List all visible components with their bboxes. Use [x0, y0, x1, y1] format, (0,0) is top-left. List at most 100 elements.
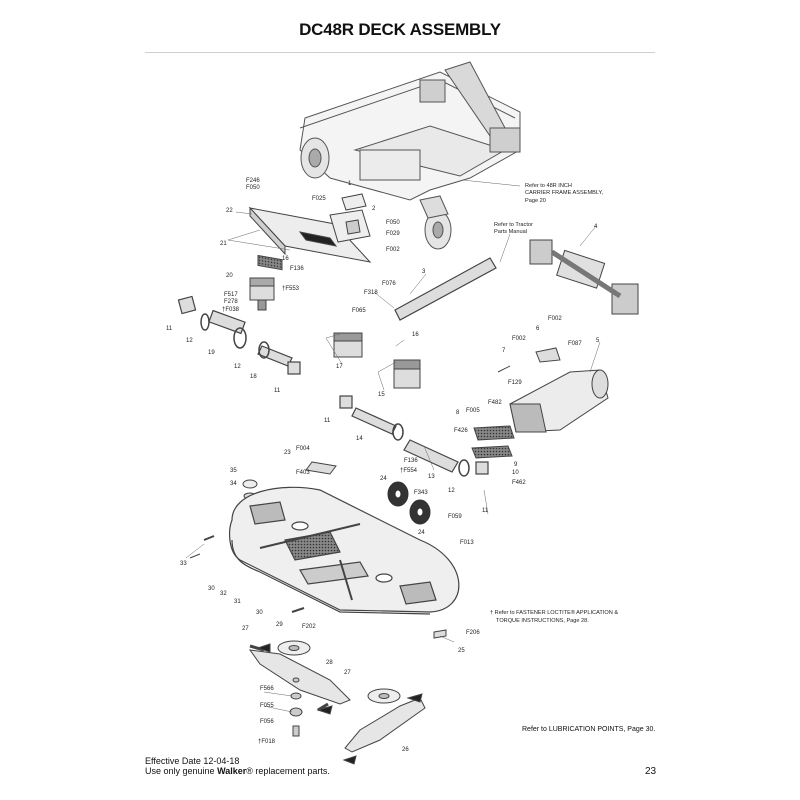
brand-name: Walker: [217, 766, 247, 776]
mower-deck-housing: [229, 486, 460, 615]
callout: F136: [290, 266, 304, 272]
bracket-23: [305, 461, 337, 475]
callout: F246: [246, 178, 260, 184]
cutting-blade-upper: [248, 643, 351, 715]
note-carrier-frame-line1: Refer to 48R INCH: [525, 183, 572, 189]
callout: 24: [418, 530, 425, 536]
callout: †F038: [222, 307, 240, 313]
reference-notes: Refer to 48R INCH CARRIER FRAME ASSEMBLY…: [490, 183, 618, 624]
genuine-parts-notice: Use only genuine Walker® replacement par…: [145, 766, 330, 776]
callout: F566: [260, 686, 274, 692]
callout: 34: [230, 481, 237, 487]
callout: 16: [282, 256, 289, 262]
front-cover-plate: [248, 206, 372, 271]
callout: F055: [260, 703, 274, 709]
callout: F050: [246, 185, 260, 191]
leader-lines: [185, 179, 601, 713]
callout: F065: [352, 308, 366, 314]
callout: 31: [234, 599, 241, 605]
callout: †F018: [258, 739, 276, 745]
callout: 6: [536, 326, 540, 332]
callout: †F554: [400, 468, 418, 474]
callout: 33: [180, 561, 187, 567]
callout: 11: [274, 388, 281, 394]
effective-date: Effective Date 12-04-18: [145, 756, 240, 766]
callout: 4: [594, 224, 598, 230]
callout: 15: [378, 392, 385, 398]
callout: 28: [326, 660, 333, 666]
callout: †F553: [282, 286, 300, 292]
callout: F025: [312, 196, 326, 202]
note-tractor-line1: Refer to Tractor: [494, 222, 533, 228]
tractor-gearbox-assembly: [529, 239, 639, 315]
callout: F002: [548, 316, 562, 322]
callout: F076: [382, 281, 396, 287]
callout: 32: [220, 591, 227, 597]
callout: 30: [256, 610, 263, 616]
callout: 27: [344, 670, 351, 676]
note-carrier-frame-line2: CARRIER FRAME ASSEMBLY,: [525, 190, 604, 196]
callout: 22: [226, 208, 233, 214]
lubrication-note: Refer to LUBRICATION POINTS, Page 30.: [522, 726, 656, 733]
gearbox-17: [333, 332, 363, 358]
callout: 24: [380, 476, 387, 482]
callout: 2: [372, 206, 376, 212]
blade-hub-upper: [277, 640, 311, 656]
blade-hub-lower: [367, 688, 401, 704]
callout: F426: [454, 428, 468, 434]
callout: 12: [448, 488, 455, 494]
notice-suffix: ® replacement parts.: [246, 766, 330, 776]
callout: F482: [488, 400, 502, 406]
callout: 26: [402, 747, 409, 753]
pulleys: [387, 481, 431, 525]
callout: F206: [466, 630, 480, 636]
footer-left: Effective Date 12-04-18 Use only genuine…: [145, 756, 330, 776]
callout: 14: [356, 436, 363, 442]
callout: 12: [186, 338, 193, 344]
callout: 9: [514, 462, 518, 468]
callout: F136: [404, 458, 418, 464]
callout: 23: [284, 450, 291, 456]
callout: F013: [460, 540, 474, 546]
callout: F462: [512, 480, 526, 486]
callout: 5: [596, 338, 600, 344]
chute-plates: [471, 425, 515, 459]
gearbox-15: [393, 359, 421, 389]
callout: F087: [568, 341, 582, 347]
note-loctite-line1: † Refer to FASTENER LOCTITE® APPLICATION…: [490, 609, 618, 616]
note-tractor-line2: Parts Manual: [494, 229, 527, 235]
callout: F005: [466, 408, 480, 414]
callout: 11: [324, 418, 331, 424]
callout: F050: [386, 220, 400, 226]
callout: 21: [220, 241, 227, 247]
cutting-blade-lower: [342, 693, 426, 765]
callout: F129: [508, 380, 522, 386]
callout: 18: [250, 374, 257, 380]
callout: 20: [226, 273, 233, 279]
callout: 19: [208, 350, 215, 356]
title-divider: [145, 52, 655, 53]
callout: F029: [386, 231, 400, 237]
callout: 11: [482, 508, 489, 514]
callout: 13: [428, 474, 435, 480]
callout: F403: [296, 470, 310, 476]
callout-labels: F246 F050 F025 1 2 F050 F029 F002 22 21 …: [166, 178, 600, 753]
callout: F318: [364, 290, 378, 296]
callout: F343: [414, 490, 428, 496]
callout: 35: [230, 468, 237, 474]
notice-prefix: Use only genuine: [145, 766, 218, 776]
callout: 27: [242, 626, 249, 632]
chute-latch: [497, 347, 561, 373]
callout: F004: [296, 446, 310, 452]
callout: 29: [276, 622, 283, 628]
carrier-frame: [299, 61, 521, 250]
callout: 10: [512, 470, 519, 476]
callout: F002: [386, 247, 400, 253]
page-title: DC48R DECK ASSEMBLY: [299, 20, 501, 39]
callout: 1: [348, 181, 352, 187]
bracket-plates: [329, 193, 371, 243]
gearbox-20: [249, 277, 275, 311]
note-loctite-line2: TORQUE INSTRUCTIONS, Page 28.: [496, 618, 589, 624]
callout: 17: [336, 364, 343, 370]
callout: 12: [234, 364, 241, 370]
